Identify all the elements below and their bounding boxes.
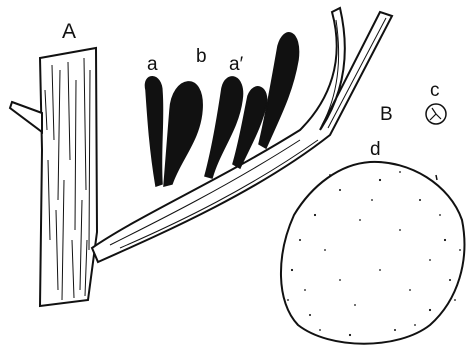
cell-c <box>426 104 446 124</box>
label-B: B <box>380 104 393 125</box>
label-a: a <box>147 54 158 75</box>
club-a <box>145 77 162 186</box>
label-A: A <box>62 20 76 43</box>
label-d: d <box>370 139 381 160</box>
cell-d <box>281 162 464 344</box>
trunk <box>10 48 97 306</box>
label-a-prime: a′ <box>229 54 244 75</box>
club-b <box>164 82 202 186</box>
label-c: c <box>430 80 440 101</box>
label-b: b <box>196 46 207 67</box>
